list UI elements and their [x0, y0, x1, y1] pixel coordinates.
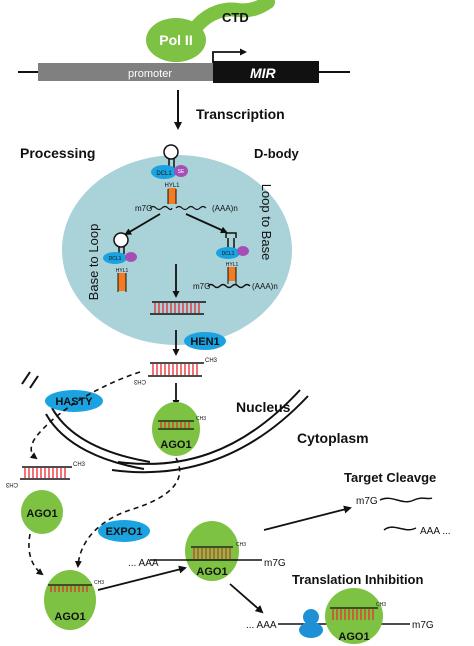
- ago1-label-loaded: AGO1: [54, 611, 85, 623]
- processing-label: Processing: [20, 145, 95, 161]
- mirna-duplex-dbody: [150, 301, 206, 315]
- dcl1-label-right: DCL1: [222, 251, 235, 257]
- promoter-box: [38, 63, 213, 81]
- ctd-label: CTD: [222, 10, 249, 25]
- aaa-n-top: (AAA)n: [212, 204, 238, 213]
- cytoplasm-label: Cytoplasm: [297, 430, 369, 446]
- arrow-to-risc-target: [97, 565, 187, 591]
- ch3-cyto-bottom: CH3: [5, 481, 18, 487]
- pol2-ellipse: [146, 18, 206, 62]
- ch3-ago-loaded: CH3: [94, 580, 104, 586]
- intermediate-base-to-loop: DCL1 HYL1: [103, 232, 137, 292]
- hairpin-loop: [163, 144, 179, 160]
- ch3-top: CH3: [205, 358, 218, 364]
- cytoplasm-duplex: CH3 CH3: [5, 462, 85, 487]
- mir-box: [213, 61, 319, 83]
- promoter-label: promoter: [128, 68, 172, 80]
- hyl1-label-left: HYL1: [116, 268, 129, 274]
- hyl1-label-right: HYL1: [226, 262, 239, 268]
- se-protein: [174, 165, 188, 177]
- tss-arrow: [212, 48, 247, 63]
- ch3-bottom: CH3: [133, 378, 146, 384]
- m7g-right: m7G: [193, 282, 210, 291]
- pri-mirna-complex-top: DCL1 SE HYL1 m7G (AAA)n: [135, 144, 238, 213]
- ch3-ago-ti: CH3: [376, 602, 386, 608]
- hasty-label: HASTY: [55, 396, 93, 408]
- m7g-target: m7G: [264, 558, 286, 569]
- aaa-dots-cleaved: AAA ...: [420, 526, 451, 537]
- hyl1-label: HYL1: [164, 183, 180, 189]
- expo1-export-path: [74, 457, 181, 568]
- ch3-ago-nucleus: CH3: [196, 416, 206, 422]
- ch3-ago-target: CH3: [236, 542, 246, 548]
- ago1-label-nucleus: AGO1: [160, 439, 191, 451]
- translation-inhibition-complex: CH3 AGO1 ... AAA m7G: [246, 588, 434, 644]
- dbody-label: D-body: [254, 146, 300, 161]
- arrow-to-translation-inhibition: [229, 583, 264, 614]
- se-label: SE: [178, 169, 185, 175]
- dots-aaa-ti: ... AAA: [246, 620, 277, 631]
- ch3-cyto-top: CH3: [73, 462, 86, 468]
- stem-orange: [168, 188, 176, 204]
- hen1-badge: [184, 332, 226, 350]
- ago1-on-target: CH3 AGO1 ... AAA m7G: [128, 521, 286, 581]
- ago1-loaded: CH3 AGO1: [44, 570, 104, 630]
- arrow-to-loop-to-base: [185, 213, 228, 234]
- mir-label: MIR: [250, 65, 277, 81]
- ago1-label-free: AGO1: [26, 508, 57, 520]
- hen1-label: HEN1: [190, 336, 219, 348]
- base-to-loop-label: Base to Loop: [86, 224, 101, 301]
- ctd-tail: [191, 0, 275, 32]
- intermediate-loop-to-base: DCL1 HYL1 m7G (AAA)n: [193, 232, 278, 291]
- dbody-circle: [62, 155, 292, 345]
- arrow-to-base-to-loop: [124, 213, 161, 236]
- ago1-cytoplasm-free: AGO1: [21, 490, 63, 534]
- methylated-duplex: CH3 CH3: [133, 358, 217, 384]
- hasty-export-path: [29, 371, 141, 460]
- dcl1-label-left: DCL1: [109, 256, 122, 262]
- m7g-top: m7G: [135, 204, 152, 213]
- m7g-ti: m7G: [412, 620, 434, 631]
- dcl1-protein: [151, 165, 177, 179]
- expo1-label: EXPO1: [106, 526, 143, 538]
- translation-inhibition-label: Translation Inhibition: [292, 572, 424, 587]
- aaa-n-right: (AAA)n: [252, 282, 278, 291]
- nucleus-label: Nucleus: [236, 399, 291, 415]
- pol2-complex: CTD Pol II: [146, 0, 275, 62]
- dots-aaa-target: ... AAA: [128, 558, 159, 569]
- nuclear-envelope: [21, 371, 309, 474]
- ago1-label-target: AGO1: [196, 566, 227, 578]
- gene-region: promoter MIR: [18, 48, 350, 83]
- ribosome-icon: [299, 609, 323, 638]
- dcl1-label: DCL1: [156, 171, 172, 177]
- m7g-cleaved: m7G: [356, 496, 378, 507]
- ago-loading-path: [28, 533, 44, 576]
- transcription-label: Transcription: [196, 106, 285, 122]
- loop-to-base-label: Loop to Base: [259, 184, 274, 261]
- target-cleavage-label: Target Cleavge: [344, 470, 436, 485]
- arrow-to-cleavage: [263, 505, 352, 531]
- ago1-nucleus: CH3 AGO1: [152, 402, 206, 456]
- expo1-badge: [98, 520, 150, 542]
- pol2-label: Pol II: [159, 32, 192, 48]
- ago1-label-ti: AGO1: [338, 631, 369, 643]
- cleaved-products: m7G AAA ...: [356, 496, 451, 537]
